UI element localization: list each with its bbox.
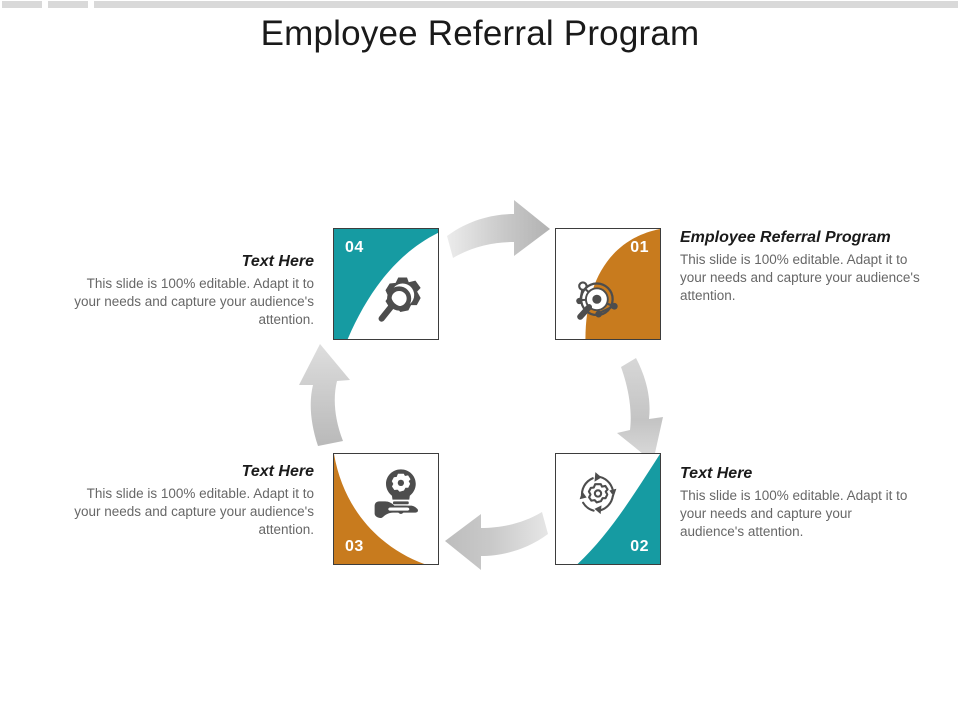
step-tile-04[interactable]: 04 [333, 228, 439, 340]
arrow-bottom-leftward [445, 512, 548, 570]
arrow-left-upward [299, 344, 350, 446]
step-tile-03[interactable]: 03 [333, 453, 439, 565]
step-tile-02[interactable]: 02 [555, 453, 661, 565]
step-body-01: This slide is 100% editable. Adapt it to… [680, 252, 920, 304]
top-strip-segment-3 [94, 1, 958, 8]
step-number-02: 02 [630, 538, 649, 555]
step-body-03: This slide is 100% editable. Adapt it to… [74, 486, 314, 538]
cycle-gear-icon [579, 472, 617, 515]
tile-02-background [556, 454, 660, 564]
top-strip-segment-2 [48, 1, 88, 8]
arrow-right-downward [617, 358, 663, 462]
step-heading-02: Text Here [680, 465, 753, 482]
tile-04-background [334, 229, 438, 339]
step-number-03: 03 [345, 538, 364, 555]
step-heading-04: Text Here [241, 253, 314, 270]
top-strip-segment-1 [2, 1, 42, 8]
step-number-04: 04 [345, 239, 364, 256]
step-heading-03: Text Here [241, 463, 314, 480]
step-text-01: Employee Referral Program This slide is … [680, 228, 936, 305]
step-number-01: 01 [630, 239, 649, 256]
window-top-strip [0, 0, 960, 9]
step-body-02: This slide is 100% editable. Adapt it to… [680, 488, 908, 540]
hand-lightbulb-gear-icon [374, 469, 418, 518]
step-text-04: Text Here This slide is 100% editable. A… [62, 252, 314, 329]
tile-01-background [556, 229, 660, 339]
step-heading-01: Employee Referral Program [680, 229, 891, 246]
arrow-top-rightward [447, 200, 550, 258]
step-text-03: Text Here This slide is 100% editable. A… [62, 462, 314, 539]
page-title: Employee Referral Program [260, 14, 700, 53]
gear-magnifier-icon [378, 277, 421, 322]
step-text-02: Text Here This slide is 100% editable. A… [680, 464, 912, 541]
step-body-04: This slide is 100% editable. Adapt it to… [74, 276, 314, 328]
step-tile-01[interactable]: 01 [555, 228, 661, 340]
magnifier-network-icon [576, 281, 618, 320]
